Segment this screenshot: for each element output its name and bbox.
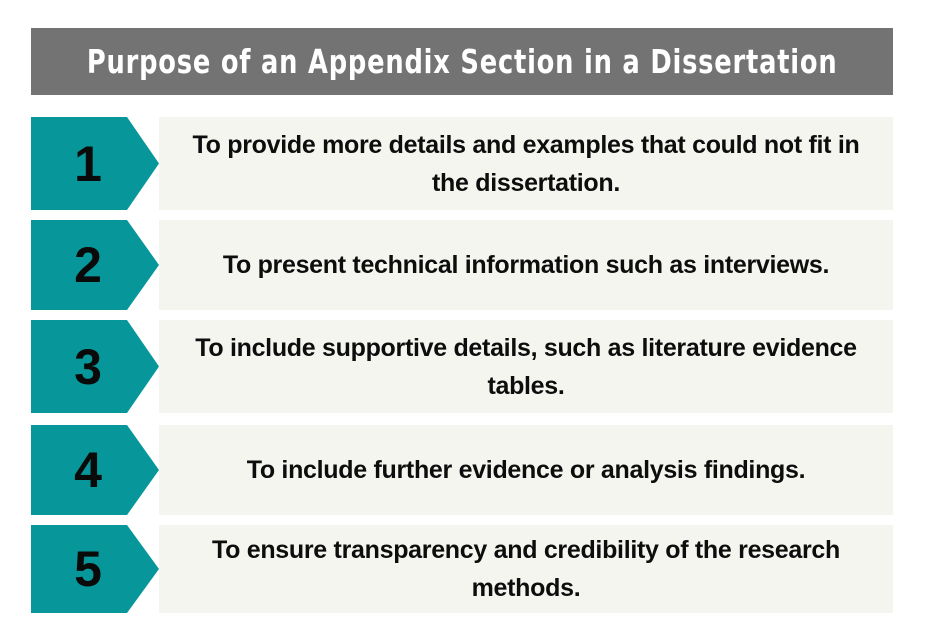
number-arrow-badge: 4: [31, 425, 159, 515]
title-banner: Purpose of an Appendix Section in a Diss…: [31, 28, 893, 95]
item-number: 1: [74, 135, 102, 192]
item-text-box: To include supportive details, such as l…: [159, 320, 893, 413]
number-arrow-badge: 5: [31, 525, 159, 613]
item-number: 5: [74, 541, 102, 597]
item-number: 3: [74, 338, 102, 395]
item-text: To include supportive details, such as l…: [195, 333, 857, 400]
item-text: To provide more details and examples tha…: [192, 130, 860, 197]
item-text-box: To include further evidence or analysis …: [159, 425, 893, 515]
item-text-box: To ensure transparency and credibility o…: [159, 525, 893, 613]
purpose-item-3: 3 To include supportive details, such as…: [31, 320, 893, 413]
item-text-box: To present technical information such as…: [159, 220, 893, 310]
item-text: To present technical information such as…: [222, 251, 830, 279]
purpose-item-4: 4 To include further evidence or analysi…: [31, 425, 893, 515]
item-text: To include further evidence or analysis …: [246, 456, 806, 484]
purpose-item-5: 5 To ensure transparency and credibility…: [31, 525, 893, 613]
page-title: Purpose of an Appendix Section in a Diss…: [86, 42, 838, 81]
item-text: To ensure transparency and credibility o…: [212, 536, 840, 602]
item-text-box: To provide more details and examples tha…: [159, 117, 893, 210]
item-number: 2: [74, 237, 102, 293]
number-arrow-badge: 3: [31, 320, 159, 413]
purpose-item-1: 1 To provide more details and examples t…: [31, 117, 893, 210]
purpose-item-2: 2 To present technical information such …: [31, 220, 893, 310]
number-arrow-badge: 2: [31, 220, 159, 310]
item-number: 4: [74, 442, 102, 498]
number-arrow-badge: 1: [31, 117, 159, 210]
